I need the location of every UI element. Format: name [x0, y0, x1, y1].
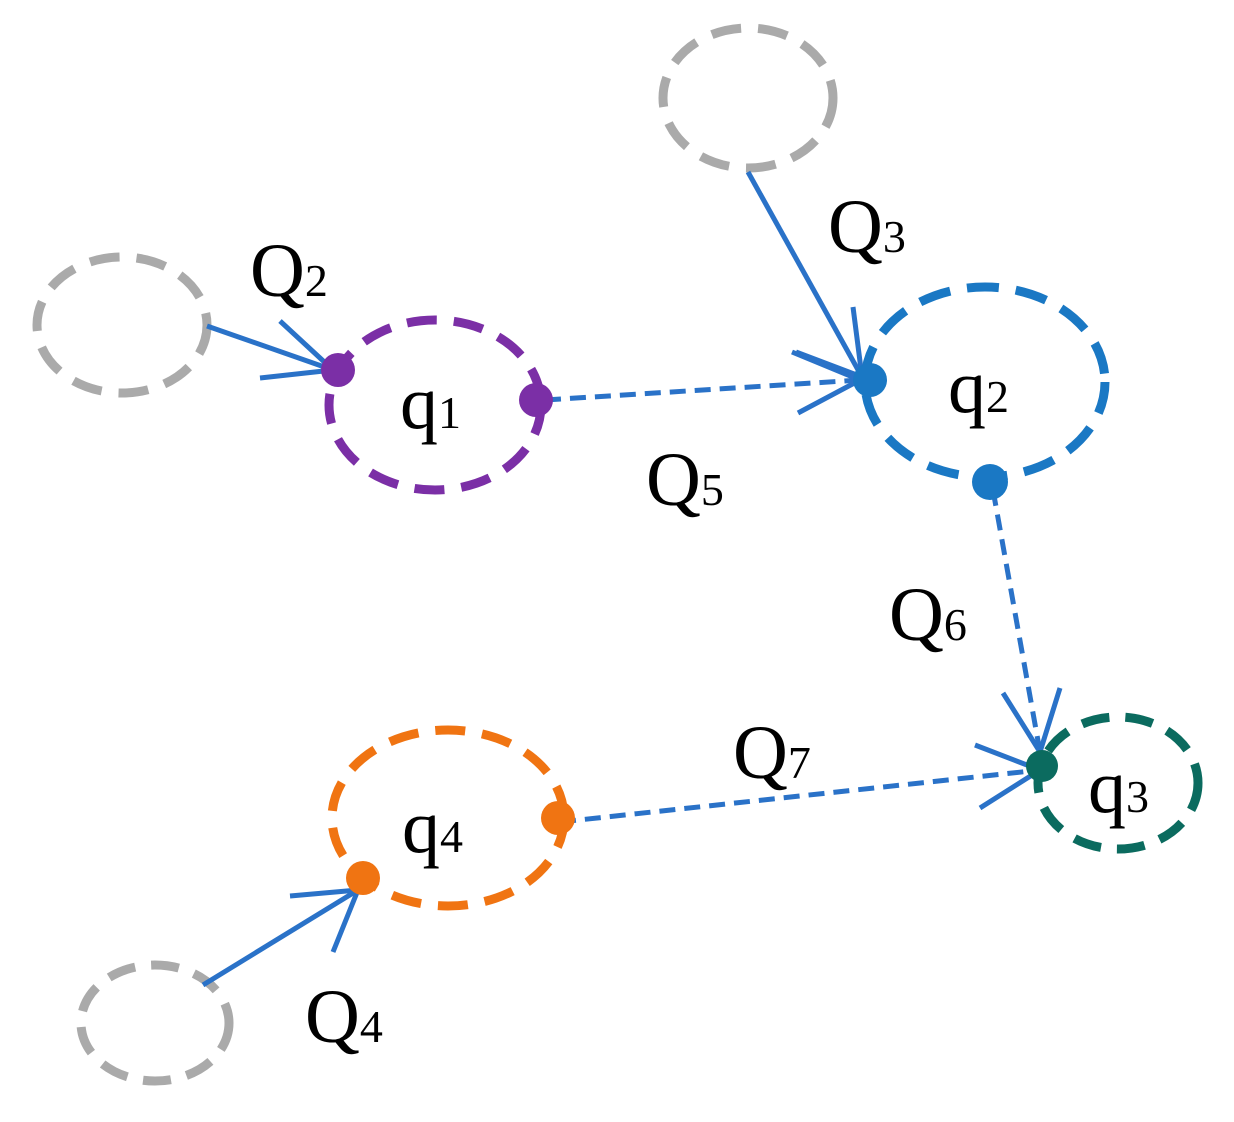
edge-q7-line	[559, 767, 1041, 825]
port-dot-q4-out	[541, 801, 575, 835]
port-dot-q2-in	[853, 363, 887, 397]
node-label-q4: q4	[402, 785, 463, 869]
edge-q5-line	[544, 377, 861, 403]
edge-q4-arrowhead	[289, 887, 361, 953]
node-q3	[1033, 712, 1203, 854]
edge-q4-line	[201, 887, 360, 988]
node-label-q2: q2	[948, 345, 1009, 429]
edge-q3-line	[745, 170, 865, 379]
edge-q2-line	[206, 323, 334, 373]
source-node-top-left	[32, 252, 212, 398]
edge-label-q3: Q3	[828, 185, 906, 269]
edge-label-q7: Q7	[733, 711, 811, 795]
edge-label-q4: Q4	[305, 975, 383, 1059]
edge-label-q6: Q6	[889, 573, 967, 657]
port-dot-q4-in	[346, 861, 380, 895]
node-label-q3: q3	[1088, 745, 1149, 829]
port-dot-q1-out	[519, 383, 553, 417]
port-dot-q2-out	[972, 464, 1008, 500]
port-dot-q3-in	[1026, 750, 1058, 782]
source-node-bottom-left	[76, 960, 234, 1086]
edge-q6-line	[990, 489, 1043, 753]
node-label-q1: q1	[400, 361, 461, 445]
edge-label-q2: Q2	[250, 229, 328, 313]
port-dot-q1-in	[321, 353, 355, 387]
edge-label-q5: Q5	[646, 438, 724, 522]
source-node-top-right	[658, 23, 838, 173]
